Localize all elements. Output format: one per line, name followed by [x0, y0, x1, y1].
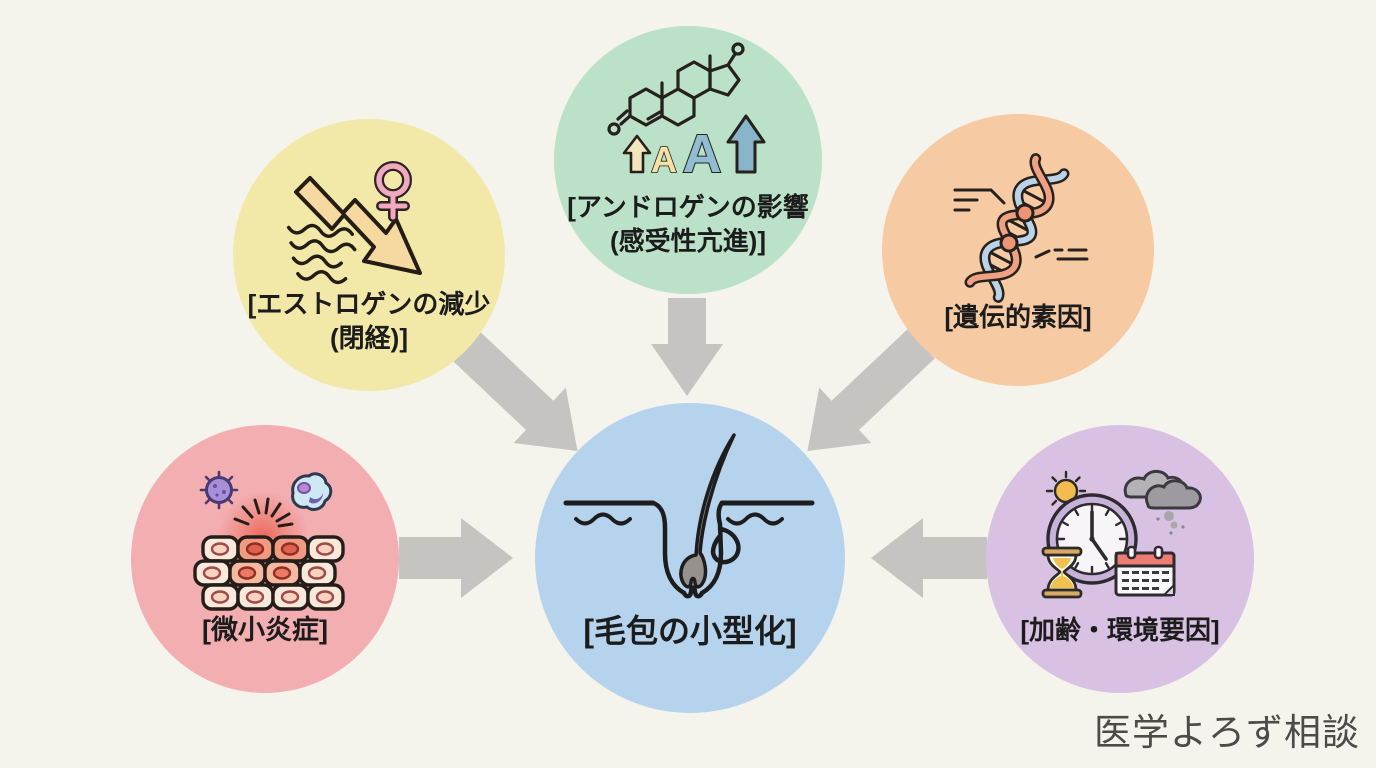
- bubble-androgen-influence: A A [アンドロゲンの影響 (感受性亢進)]: [554, 26, 822, 294]
- estrogen-decline-label: [エストロゲンの減少 (閉経)]: [247, 289, 491, 353]
- bubble-micro-inflammation: [微小炎症]: [131, 425, 399, 693]
- micro-inflammation-label: [微小炎症]: [202, 615, 328, 645]
- estrogen-decline-icon: [286, 161, 422, 285]
- follicle-miniaturization-label: [毛包の小型化]: [583, 613, 797, 649]
- small-androgen-letter: A: [651, 139, 677, 178]
- arrow-androgen-to-center: [651, 298, 723, 396]
- androgen-influence-label: [アンドロゲンの影響 (感受性亢進)]: [567, 192, 809, 256]
- bubble-genetic-predisposition: [遺伝的素因]: [882, 114, 1154, 386]
- dna-helix-icon: [953, 153, 1089, 303]
- calendar-icon: [1114, 545, 1176, 597]
- big-androgen-letter: A: [683, 124, 722, 178]
- hourglass-icon: [1041, 546, 1083, 599]
- female-symbol-icon: [374, 161, 412, 222]
- inflammation-rays: [233, 497, 294, 528]
- clouds-icon: [1123, 469, 1202, 535]
- aging-environment-label: [加齢・環境要因]: [1020, 615, 1220, 645]
- bubble-aging-environment: [加齢・環境要因]: [986, 425, 1254, 693]
- bubble-follicle-miniaturization: [毛包の小型化]: [535, 403, 845, 713]
- virus-icon: [199, 470, 239, 510]
- genetic-predisposition-label: [遺伝的素因]: [944, 302, 1092, 332]
- hair-follicle-icon: [563, 433, 815, 599]
- bubble-estrogen-decline: [エストロゲンの減少 (閉経)]: [233, 119, 505, 391]
- inflamed-cells-icon: [193, 470, 345, 611]
- arrow-inflammation-to-center: [399, 518, 513, 598]
- watermark: 医学よろず相談: [1094, 713, 1360, 754]
- arrow-aging-to-center: [871, 518, 987, 598]
- clock-calendar-weather-icon: [1041, 469, 1202, 599]
- immune-cell-icon: [291, 472, 333, 511]
- androgen-molecule-icon: A A: [607, 42, 766, 178]
